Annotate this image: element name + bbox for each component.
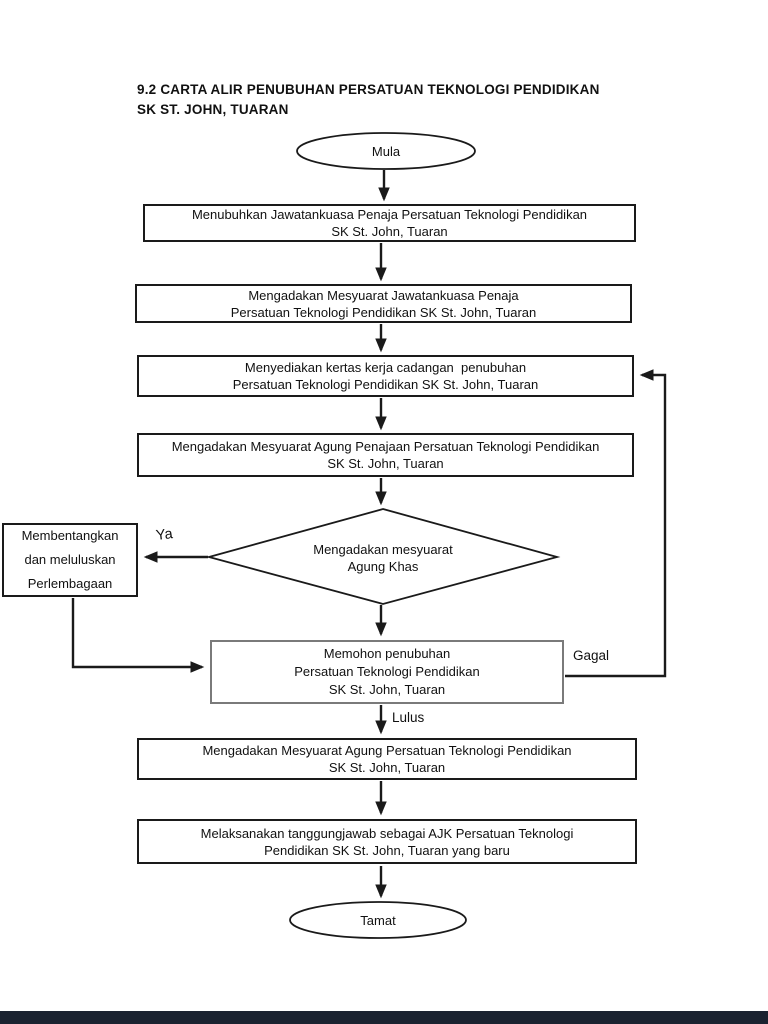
apply-line-1: Memohon penubuhan — [323, 646, 451, 661]
start-node-label: Mula — [371, 143, 401, 159]
step2-line-1: Mengadakan Mesyuarat Jawatankuasa Penaja — [248, 287, 519, 303]
end-node-label: Tamat — [360, 912, 396, 928]
process-box-duty: Melaksanakan tanggungjawab sebagai AJK P… — [137, 819, 637, 864]
connector-gagal-loop — [565, 369, 667, 678]
process-box-apply: Memohon penubuhan Persatuan Teknologi Pe… — [210, 640, 564, 704]
step1-line-1: Menubuhkan Jawatankuasa Penaja Persatuan… — [191, 207, 588, 222]
yes-branch-label: Ya — [155, 526, 174, 544]
step3-line-1: Menyediakan kertas kerja cadangan penubu… — [244, 360, 527, 375]
end-node: Tamat — [290, 902, 466, 938]
pass-branch-label: Lulus — [392, 710, 425, 725]
process-box-agm: Mengadakan Mesyuarat Agung Persatuan Tek… — [137, 738, 637, 780]
step3-line-2: Persatuan Teknologi Pendidikan SK St. Jo… — [232, 377, 539, 392]
start-node-shape — [296, 132, 476, 170]
agm-line-1: Mengadakan Mesyuarat Agung Persatuan Tek… — [202, 743, 572, 758]
sidebox-line-1: Membentangkan — [21, 528, 119, 543]
agm-line-2: SK St. John, Tuaran — [328, 760, 446, 775]
connector-sidebox-to-apply — [71, 598, 205, 673]
apply-line-2: Persatuan Teknologi Pendidikan — [294, 664, 480, 679]
process-box-step3: Menyediakan kertas kerja cadangan penubu… — [137, 355, 634, 397]
process-box-step4: Mengadakan Mesyuarat Agung Penajaan Pers… — [137, 433, 634, 477]
step2-line-2: Persatuan Teknologi Pendidikan SK St. Jo… — [230, 304, 537, 320]
step1-line-2: SK St. John, Tuaran — [331, 224, 448, 239]
decision-line-2: Agung Khas — [347, 559, 419, 574]
end-node-shape — [289, 901, 467, 939]
decision-node: Mengadakan mesyuarat Agung Khas — [250, 538, 516, 578]
fail-branch-label: Gagal — [573, 648, 610, 663]
duty-line-2: Pendidikan SK St. John, Tuaran yang baru — [264, 842, 510, 858]
start-node: Mula — [297, 134, 475, 168]
decision-line-1: Mengadakan mesyuarat — [313, 542, 453, 557]
title-line-1: 9.2 CARTA ALIR PENUBUHAN PERSATUAN TEKNO… — [137, 82, 600, 97]
step4-line-1: Mengadakan Mesyuarat Agung Penajaan Pers… — [171, 439, 600, 454]
side-process-box: Membentangkan dan meluluskan Perlembagaa… — [2, 523, 138, 597]
sidebox-line-2: dan meluluskan — [24, 552, 116, 567]
page-gap-bar — [0, 1011, 768, 1024]
decision-diamond-shape — [205, 508, 561, 605]
title-line-2: SK ST. JOHN, TUARAN — [137, 102, 289, 117]
apply-line-3: SK St. John, Tuaran — [328, 682, 446, 697]
process-box-step2: Mengadakan Mesyuarat Jawatankuasa Penaja… — [135, 284, 632, 323]
process-box-step1: Menubuhkan Jawatankuasa Penaja Persatuan… — [143, 204, 636, 242]
step4-line-2: SK St. John, Tuaran — [327, 456, 444, 471]
sidebox-line-3: Perlembagaan — [27, 576, 113, 591]
duty-line-1: Melaksanakan tanggungjawab sebagai AJK P… — [200, 825, 574, 841]
page-title: 9.2 CARTA ALIR PENUBUHAN PERSATUAN TEKNO… — [137, 80, 657, 120]
